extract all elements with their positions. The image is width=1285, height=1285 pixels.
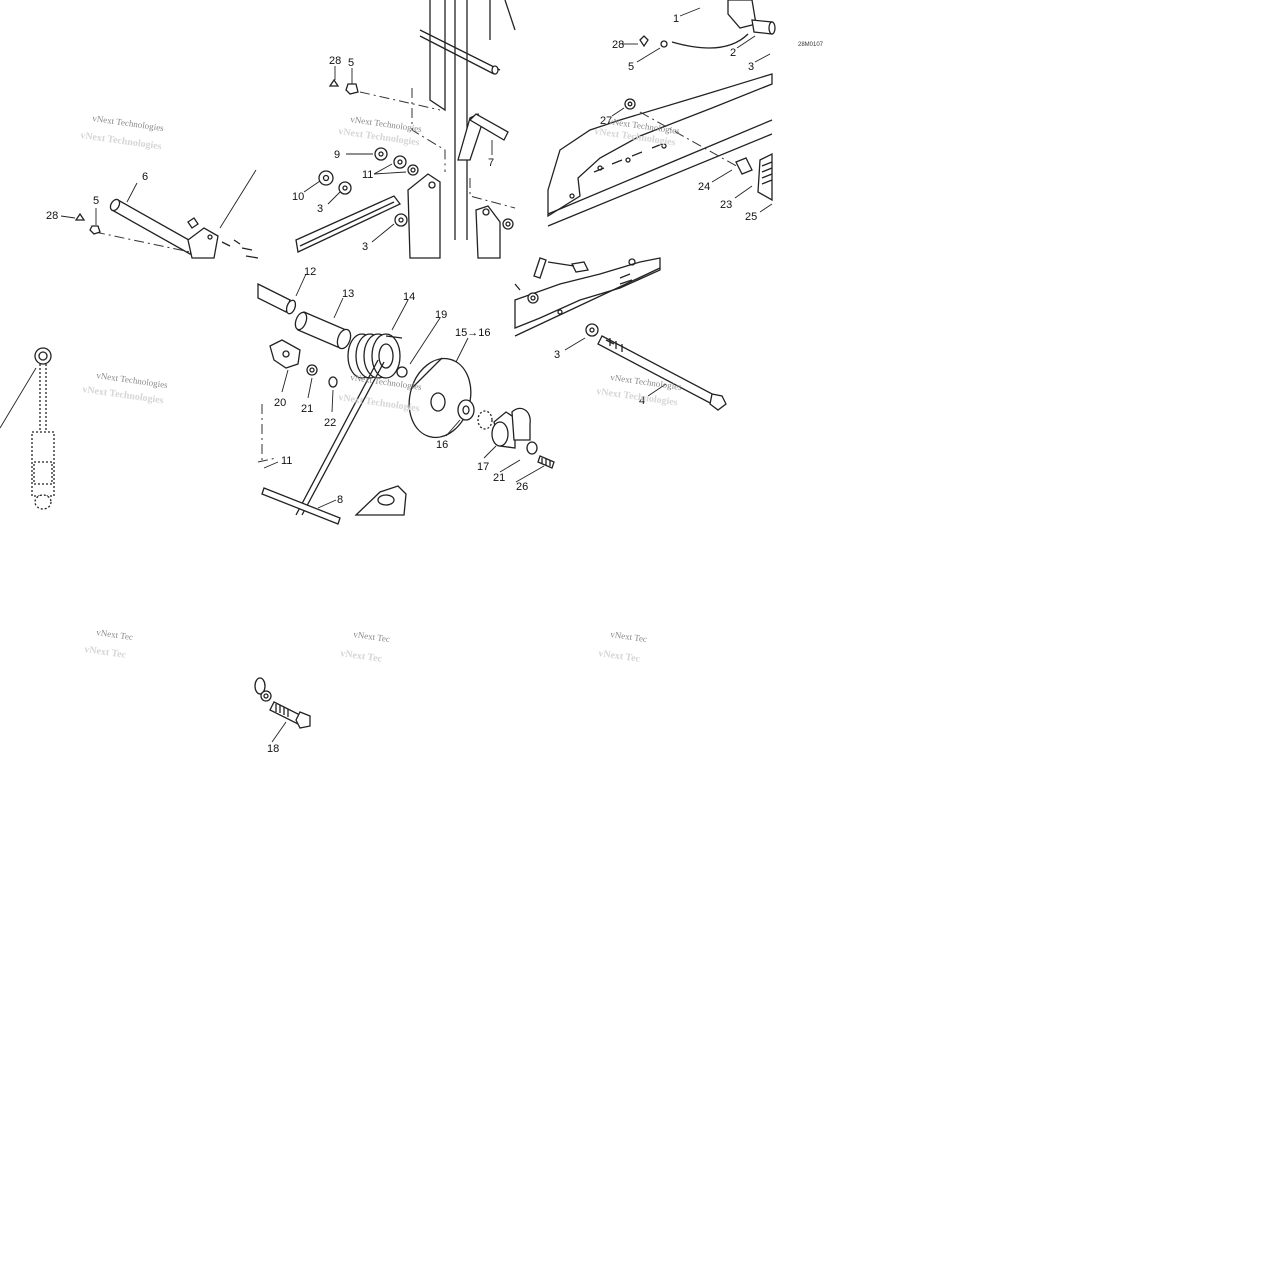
callout-21: 21 [301, 403, 313, 415]
slide-rail [547, 73, 773, 227]
callout-3: 3 [317, 203, 323, 215]
callout-19: 19 [435, 309, 447, 321]
tile-middle-left: vNext Technologies vNext Technologies [0, 347, 169, 510]
callout-24: 24 [698, 181, 710, 193]
watermark: vNext Tec [340, 648, 384, 665]
callout-28: 28 [46, 210, 58, 222]
tile-row-bottom: vNext Tec vNext Tec vNext Tec vNext Tec … [84, 627, 648, 755]
callout-13: 13 [342, 288, 354, 300]
callout-1: 1 [673, 13, 679, 25]
long-bolt-part-4 [597, 335, 727, 411]
callout-26: 26 [516, 481, 528, 493]
callout-14: 14 [403, 291, 415, 303]
callout-12: 12 [304, 266, 316, 278]
callout-17: 17 [477, 461, 489, 473]
callout-28: 28 [612, 39, 624, 51]
pivot-bracket-part-1 [727, 0, 757, 29]
callout-3: 3 [362, 241, 368, 253]
callout-2: 2 [730, 47, 736, 59]
callout-8: 8 [337, 494, 343, 506]
callout-7: 7 [488, 157, 494, 169]
callout-27: 27 [600, 115, 612, 127]
callout-3: 3 [748, 61, 754, 73]
callout-3: 3 [554, 349, 560, 361]
callout-21: 21 [493, 472, 505, 484]
watermark: vNext Tec [96, 627, 134, 642]
callout-9: 9 [334, 149, 340, 161]
callout-5: 5 [93, 195, 99, 207]
bolt-part-18 [254, 677, 311, 729]
callout-18: 18 [267, 743, 279, 755]
callout-16: 16 [436, 439, 448, 451]
torsion-spring-part-14 [347, 333, 403, 379]
tile-top-left: 28 5 6 vNext Technologies vNext Technolo… [46, 113, 259, 259]
watermark: vNext Technologies [338, 392, 421, 414]
idler-wheel-part-15 [408, 357, 472, 439]
callout-22: 22 [324, 417, 336, 429]
callout-5: 5 [628, 61, 634, 73]
hardware-stack [318, 78, 514, 230]
tile-middle-right: 3 4 vNext Technologies vNext Technologie… [514, 257, 727, 411]
watermark: vNext Tec [610, 629, 648, 644]
callout-5: 5 [348, 57, 354, 69]
watermark: vNext Tec [353, 629, 391, 644]
callout-15-16: 15→16 [455, 327, 490, 339]
callout-4: 4 [639, 395, 645, 407]
tile-top-right: 1 2 3 28 5 27 24 23 25 vNext Technologie… [547, 0, 776, 227]
watermark: vNext Technologies [92, 113, 165, 133]
tile-center: 12 13 14 19 15→16 20 21 22 16 17 21 26 1… [257, 266, 555, 525]
slide-bracket [295, 173, 501, 259]
frame-rails [419, 0, 516, 240]
shock-absorber [31, 347, 55, 510]
tile-top-middle: 7 28 [292, 0, 516, 259]
slide-rail-section [514, 257, 661, 329]
watermark: vNext Tec [84, 644, 128, 661]
callout-23: 23 [720, 199, 732, 211]
bearing-part-16 [457, 399, 475, 421]
callout-28: 28 [329, 55, 341, 67]
figure-code: 28M0107 [798, 42, 824, 48]
axle-part-12 [257, 282, 291, 313]
callout-25: 25 [745, 211, 757, 223]
callout-11: 11 [362, 169, 373, 181]
callout-11: 11 [281, 455, 292, 467]
bushing-part-24 [735, 157, 753, 175]
callout-20: 20 [274, 397, 286, 409]
watermark: vNext Tec [598, 648, 642, 665]
callout-10: 10 [292, 191, 304, 203]
callout-6: 6 [142, 171, 148, 183]
clamp-part-20 [269, 339, 301, 369]
watermark: vNext Technologies [80, 130, 163, 152]
shaft-part-6 [109, 198, 219, 259]
